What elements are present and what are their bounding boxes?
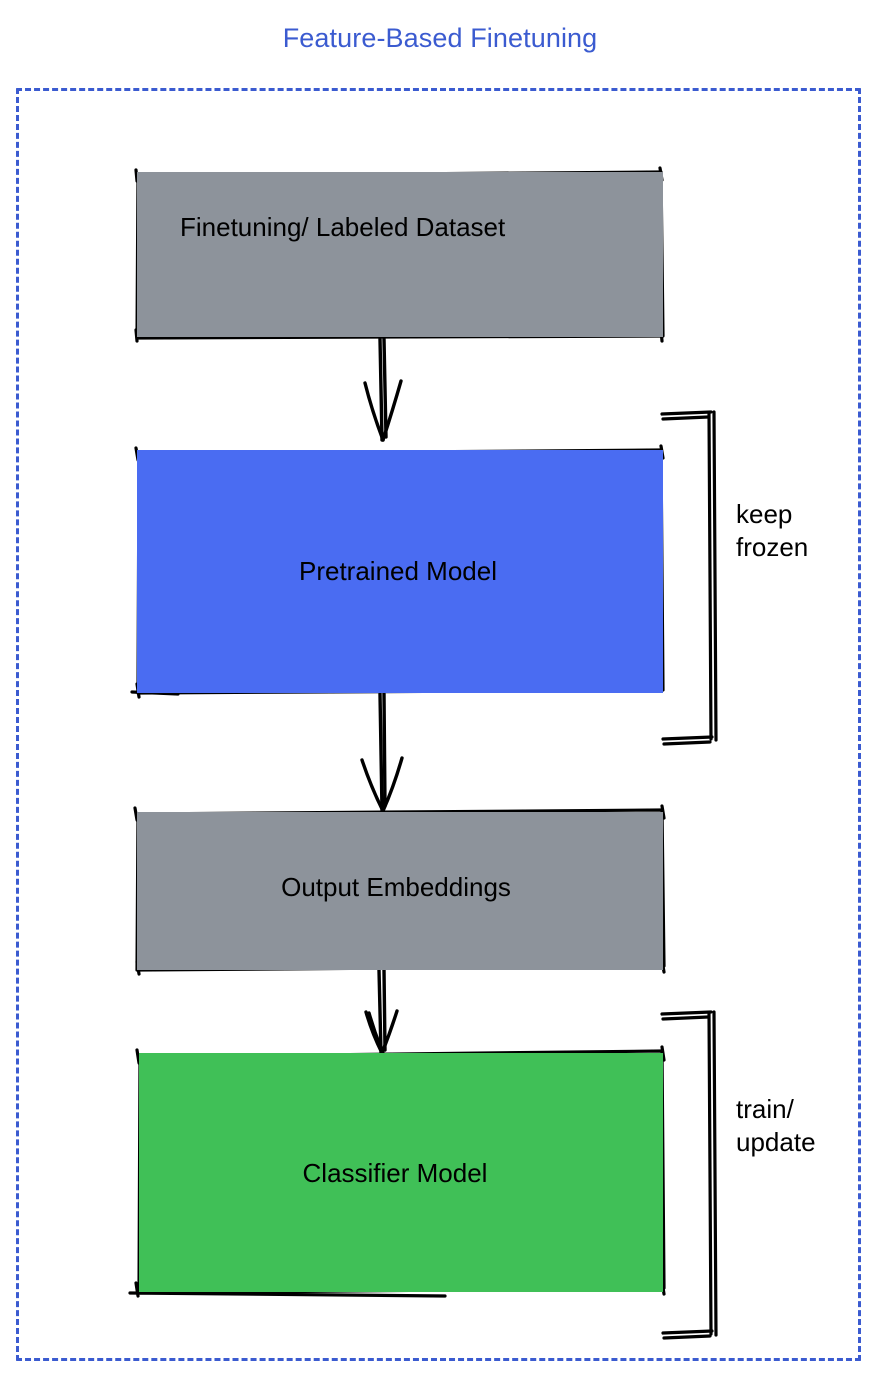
node-finetuning-labeled-dataset: Finetuning/ Labeled Dataset [137, 172, 663, 337]
diagram-frame [16, 88, 861, 1361]
node-label-pretrained: Pretrained Model [299, 555, 497, 586]
node-label-classifier: Classifier Model [302, 1157, 488, 1188]
node-label-dataset: Finetuning/ Labeled Dataset [180, 211, 506, 242]
annotation-train-update: train/ update [736, 1094, 816, 1157]
page-title: Feature-Based Finetuning [282, 23, 598, 53]
node-pretrained-model: Pretrained Model [137, 450, 663, 693]
node-output-embeddings: Output Embeddings [137, 812, 663, 970]
node-classifier-model: Classifier Model [139, 1053, 663, 1292]
annotation-keep-frozen: keep frozen [736, 499, 809, 562]
node-label-embeddings: Output Embeddings [281, 872, 511, 902]
